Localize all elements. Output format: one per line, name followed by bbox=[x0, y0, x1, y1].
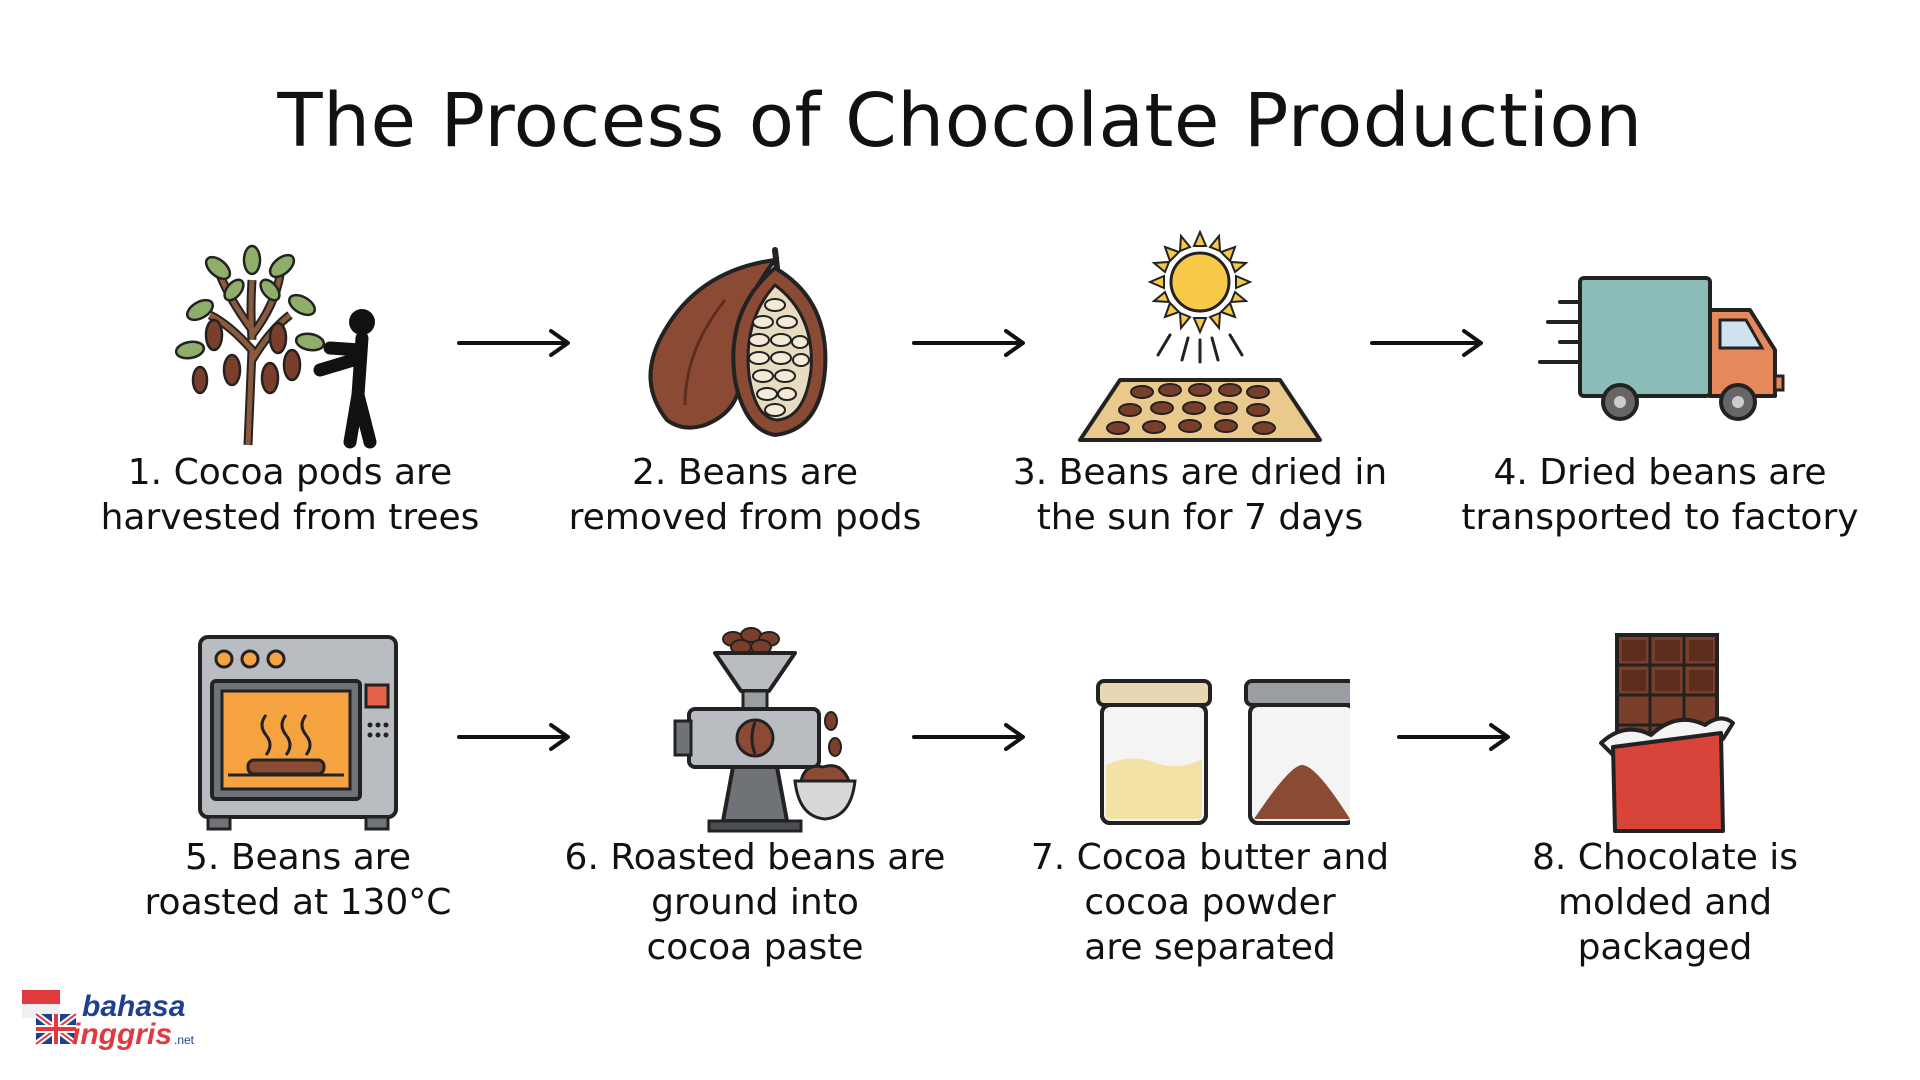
step-3: 3. Beans are dried in the sun for 7 days bbox=[980, 230, 1420, 540]
brand-logo: bahasa inggris .net bbox=[22, 988, 212, 1058]
arrow-1-2 bbox=[455, 328, 575, 358]
arrow-3-4 bbox=[1368, 328, 1488, 358]
step-caption: 6. Roasted beans are ground into cocoa p… bbox=[564, 837, 946, 968]
logo-word-1: bahasa bbox=[82, 990, 185, 1023]
page-title: The Process of Chocolate Production bbox=[277, 78, 1643, 164]
step-caption: 7. Cocoa butter and cocoa powder are sep… bbox=[1030, 837, 1390, 968]
chocolate-bar-icon bbox=[1599, 633, 1735, 833]
bahasainggris-logo-icon: bahasa inggris .net bbox=[22, 990, 195, 1051]
grinder-icon bbox=[673, 627, 857, 833]
arrow-2-3 bbox=[910, 328, 1030, 358]
jars-icon bbox=[1096, 679, 1350, 825]
step-caption: 5. Beans are roasted at 130°C bbox=[144, 837, 452, 923]
step-5: 5. Beans are roasted at 130°C bbox=[78, 625, 518, 925]
logo-word-2: inggris bbox=[72, 1018, 172, 1051]
step-6: 6. Roasted beans are ground into cocoa p… bbox=[535, 625, 975, 970]
arrow-6-7 bbox=[910, 722, 1030, 752]
step-caption: 4. Dried beans are transported to factor… bbox=[1461, 452, 1859, 538]
arrow-7-8 bbox=[1395, 722, 1515, 752]
cocoa-tree-harvest-icon bbox=[174, 244, 377, 449]
step-4: 4. Dried beans are transported to factor… bbox=[1440, 230, 1880, 540]
truck-icon bbox=[1538, 276, 1785, 421]
step-caption: 3. Beans are dried in the sun for 7 days bbox=[1012, 452, 1388, 538]
step-caption: 8. Chocolate is molded and packaged bbox=[1531, 837, 1799, 968]
step-1: 1. Cocoa pods are harvested from trees bbox=[70, 230, 510, 540]
sun-drying-icon bbox=[1078, 230, 1322, 442]
oven-icon bbox=[198, 635, 398, 831]
step-caption: 2. Beans are removed from pods bbox=[568, 452, 922, 538]
step-8: 8. Chocolate is molded and packaged bbox=[1445, 625, 1885, 970]
logo-suffix: .net bbox=[174, 1033, 195, 1047]
arrow-5-6 bbox=[455, 722, 575, 752]
step-caption: 1. Cocoa pods are harvested from trees bbox=[100, 452, 480, 538]
cocoa-pod-icon bbox=[648, 247, 828, 438]
step-2: 2. Beans are removed from pods bbox=[525, 230, 965, 540]
step-7: 7. Cocoa butter and cocoa powder are sep… bbox=[990, 625, 1430, 970]
